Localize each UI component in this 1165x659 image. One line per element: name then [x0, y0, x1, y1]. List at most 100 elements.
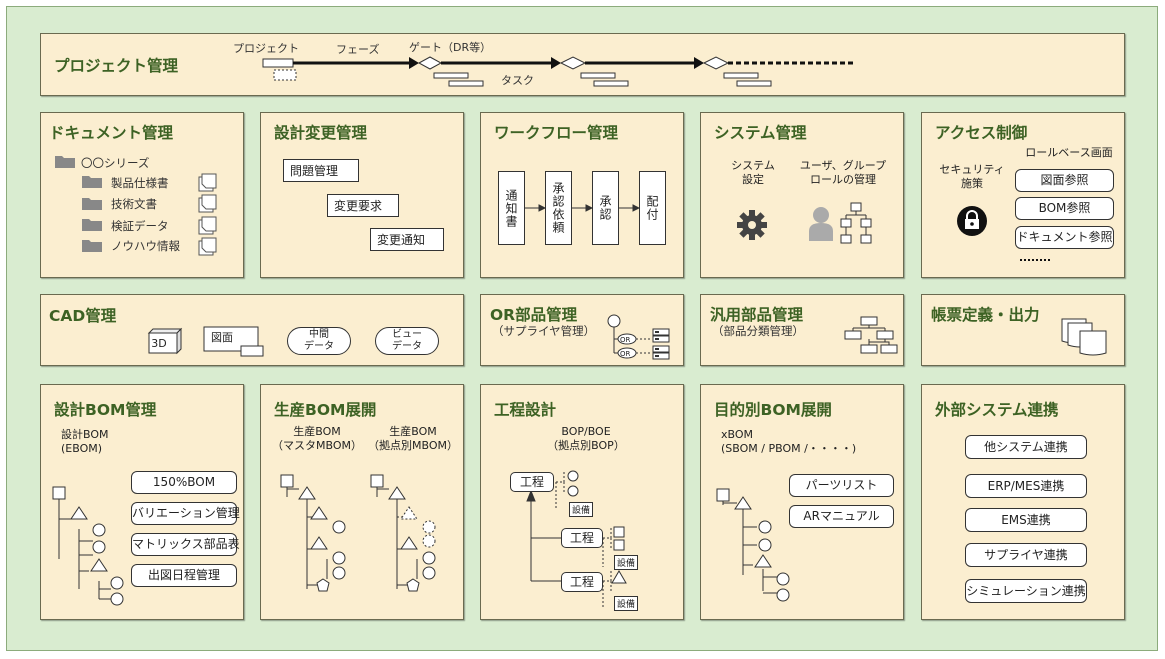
design-change-item: 変更要求: [327, 194, 399, 217]
production-bom-card: 生産BOM展開 生産BOM （マスタMBOM） 生産BOM （拠点別MBOM）: [260, 384, 464, 620]
production-bom-site: 生産BOM （拠点別MBOM）: [368, 425, 458, 452]
folder-icon: [82, 219, 102, 231]
svg-text:OR: OR: [620, 350, 631, 358]
external-link-item: EMS連携: [965, 508, 1087, 532]
svg-text:OR: OR: [620, 336, 631, 344]
purpose-bom-card: 目的別BOM展開 xBOM (SBOM / PBOM /・・・・) パーツリスト…: [700, 384, 904, 620]
project-card: プロジェクト管理 プロジェクト フェーズ ゲート（DR等） タスク: [40, 33, 1125, 96]
process-node: 工程: [561, 572, 603, 592]
external-link-item: シミュレーション連携: [965, 579, 1087, 603]
design-change-card: 設計変更管理 問題管理 変更要求 変更通知: [260, 112, 464, 278]
xbom-tree-icon: [716, 488, 790, 602]
gate-label: ゲート（DR等）: [409, 41, 492, 54]
project-label: プロジェクト: [233, 42, 299, 55]
cad-drawing-label: 図面: [211, 331, 233, 344]
cad-3d-label: 3D: [151, 337, 167, 350]
design-bom-title: 設計BOM管理: [54, 401, 157, 419]
folder-icon: [82, 198, 102, 210]
document-item: 検証データ: [111, 219, 169, 233]
process-card: 工程設計 BOP/BOE （拠点別BOP） 工程 工程 工程 設備 設備 設備: [480, 384, 684, 620]
system-title: システム管理: [714, 124, 807, 142]
cad-card: CAD管理 3D 図面 中間 データ ビュー データ: [40, 294, 464, 366]
site-mbom-tree-icon: [370, 474, 436, 592]
system-roles-label: ユーザ、グループ ロールの管理: [799, 159, 887, 186]
design-bom-item: マトリックス部品表: [131, 533, 240, 556]
security-label: セキュリティ 施策: [939, 163, 1005, 190]
purpose-bom-item: ARマニュアル: [789, 505, 894, 528]
view-bom-button[interactable]: BOM参照: [1015, 197, 1114, 220]
project-title: プロジェクト管理: [54, 57, 179, 75]
cad-title: CAD管理: [49, 307, 117, 325]
role-screen-label: ロールベース画面: [1025, 146, 1113, 159]
design-bom-item: バリエーション管理: [131, 502, 240, 525]
document-item: 技術文書: [111, 197, 157, 211]
forms-title: 帳票定義・出力: [931, 306, 1040, 324]
master-mbom-tree-icon: [280, 474, 346, 592]
purpose-bom-sub: xBOM (SBOM / PBOM /・・・・): [721, 428, 857, 455]
gear-icon: [737, 210, 767, 240]
forms-card: 帳票定義・出力: [921, 294, 1125, 366]
external-card: 外部システム連携 他システム連携 ERP/MES連携 EMS連携 サプライヤ連携…: [921, 384, 1125, 620]
or-parts-card: OR部品管理 （サプライヤ管理） OR OR: [480, 294, 684, 366]
bom-tree-icon: [52, 486, 124, 606]
hierarchy-icon: [840, 202, 872, 244]
project-timeline: [262, 56, 856, 87]
folder-icon: [82, 240, 102, 252]
design-change-item: 変更通知: [370, 228, 444, 251]
equipment-tag: 設備: [569, 502, 594, 517]
drawing-icon: [203, 326, 264, 357]
stacked-forms-icon: [1061, 318, 1107, 356]
system-card: システム管理 システム 設定 ユーザ、グループ ロールの管理: [700, 112, 904, 278]
lock-icon: [957, 206, 987, 236]
bop-connectors: [526, 470, 627, 608]
or-parts-title: OR部品管理: [490, 306, 578, 324]
external-link-item: ERP/MES連携: [965, 474, 1087, 498]
process-node: 工程: [561, 528, 603, 548]
cad-view-data: ビュー データ: [375, 327, 439, 355]
document-title: ドキュメント管理: [49, 124, 174, 142]
document-card: ドキュメント管理 〇〇シリーズ 製品仕様書 技術文書 検証データ ノウハウ情報: [40, 112, 244, 278]
design-bom-item: 150%BOM: [131, 471, 237, 494]
task-label: タスク: [501, 74, 534, 87]
folder-icon: [55, 156, 75, 168]
external-link-item: 他システム連携: [965, 435, 1087, 459]
design-change-title: 設計変更管理: [274, 124, 368, 142]
system-setting-label: システム 設定: [731, 159, 775, 186]
design-bom-sub: 設計BOM (EBOM): [61, 428, 109, 455]
or-parts-subtitle: （サプライヤ管理）: [492, 324, 596, 338]
external-link-item: サプライヤ連携: [965, 543, 1087, 567]
document-stack-icon: [198, 173, 217, 256]
user-icon: [809, 207, 833, 241]
generic-parts-card: 汎用部品管理 （部品分類管理）: [700, 294, 904, 366]
access-title: アクセス制御: [935, 124, 1028, 142]
workflow-step: 配付: [639, 171, 666, 245]
workflow-arrows: [525, 204, 641, 212]
purpose-bom-title: 目的別BOM展開: [714, 401, 832, 419]
workflow-step: 承認依頼: [545, 171, 572, 245]
workflow-title: ワークフロー管理: [494, 124, 619, 142]
process-sub: BOP/BOE （拠点別BOP）: [547, 425, 625, 452]
workflow-step: 通知書: [498, 171, 525, 245]
access-card: アクセス制御 セキュリティ 施策 ロールベース画面 図面参照 BOM参照 ドキュ…: [921, 112, 1125, 278]
view-document-button[interactable]: ドキュメント参照: [1015, 226, 1114, 249]
or-structure-icon: OR OR: [607, 314, 670, 360]
document-item: 製品仕様書: [111, 176, 169, 190]
process-title: 工程設計: [494, 401, 557, 419]
purpose-bom-item: パーツリスト: [789, 474, 894, 497]
generic-parts-title: 汎用部品管理: [710, 306, 804, 324]
view-drawing-button[interactable]: 図面参照: [1015, 169, 1114, 192]
design-change-item: 問題管理: [283, 159, 359, 182]
production-bom-title: 生産BOM展開: [274, 401, 377, 419]
production-bom-master: 生産BOM （マスタMBOM）: [272, 425, 362, 452]
equipment-tag: 設備: [614, 555, 639, 570]
folder-icon: [82, 176, 102, 188]
design-bom-item: 出図日程管理: [131, 564, 237, 587]
document-series: 〇〇シリーズ: [81, 156, 150, 170]
equipment-tag: 設備: [614, 596, 639, 611]
generic-parts-subtitle: （部品分類管理）: [712, 324, 804, 338]
external-title: 外部システム連携: [935, 401, 1059, 419]
classification-tree-icon: [844, 316, 898, 354]
document-item: ノウハウ情報: [111, 239, 180, 253]
cad-intermediate-data: 中間 データ: [287, 327, 351, 355]
more-indicator: [1020, 259, 1050, 261]
